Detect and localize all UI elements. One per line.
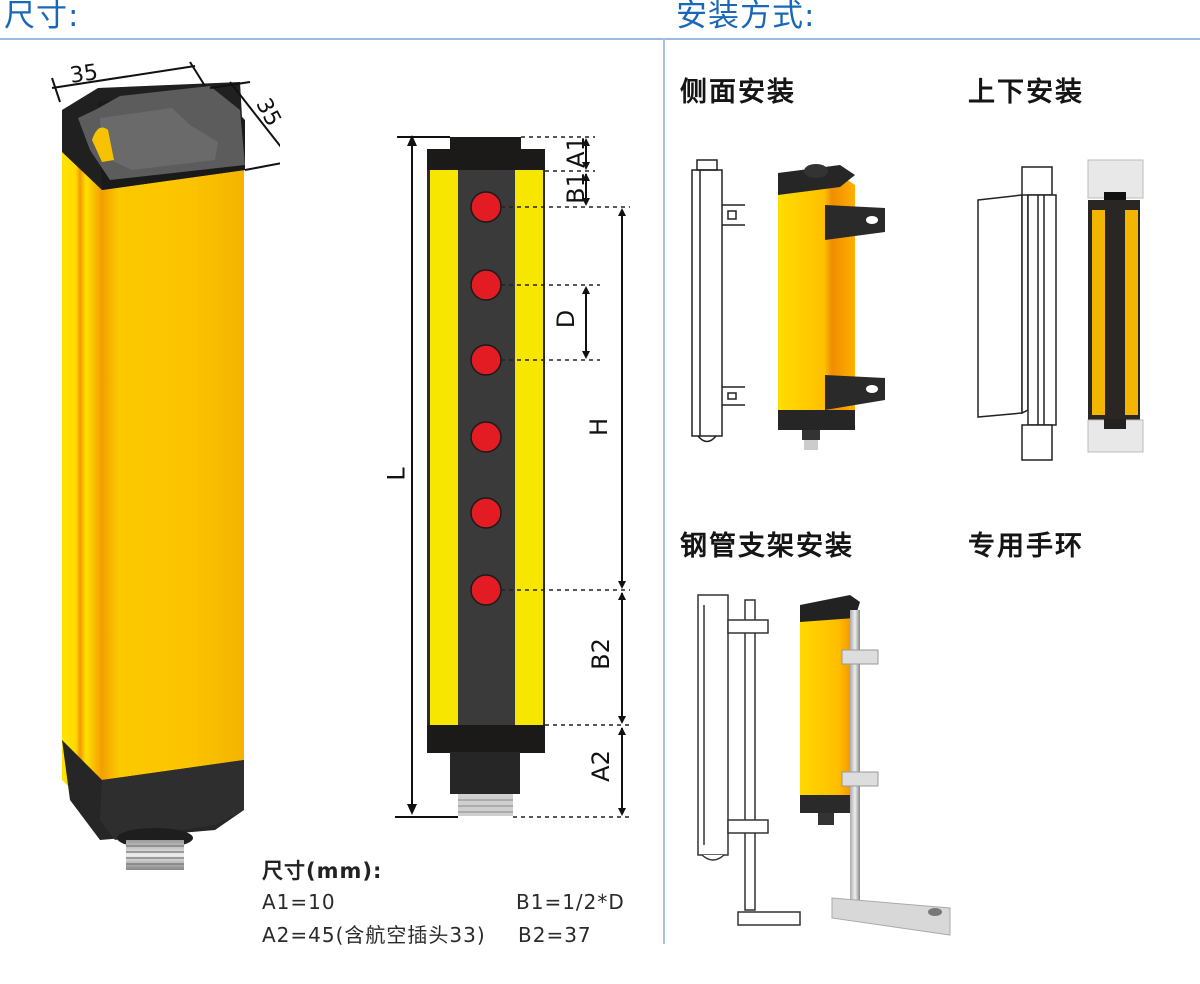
d-label: D (552, 309, 581, 329)
spec-b1: B1=1/2*D (516, 890, 625, 914)
product-3d-illustration (51, 61, 280, 870)
install-topbottom-title: 上下安装 (968, 77, 1084, 108)
install-side-title: 侧面安装 (680, 77, 796, 108)
column-divider (663, 38, 665, 944)
specs-heading: 尺寸(mm): (262, 859, 383, 883)
h-label: H (585, 417, 614, 437)
installation-section-title: 安装方式: (676, 0, 816, 34)
side-mount-illustration (691, 159, 885, 450)
a2-label: A2 (586, 750, 615, 782)
install-pipe-title: 钢管支架安装 (680, 531, 854, 562)
topbottom-mount-illustration (977, 159, 1144, 461)
l-label: L (382, 467, 411, 481)
spec-a1: A1=10 (262, 890, 336, 914)
dimensions-section-title: 尺寸: (4, 0, 80, 34)
spec-a2: A2=45(含航空插头33) (262, 923, 486, 947)
a1-label: A1 (561, 136, 590, 168)
header-divider (0, 38, 1200, 40)
spec-b2: B2=37 (518, 923, 592, 947)
width-dimension-label: 35 (68, 60, 100, 89)
dimension-drawing (395, 135, 630, 818)
b1-label: B1 (561, 172, 590, 204)
pipe-mount-illustration (697, 594, 951, 936)
b2-label: B2 (586, 638, 615, 670)
install-bracelet-title: 专用手环 (968, 531, 1084, 562)
